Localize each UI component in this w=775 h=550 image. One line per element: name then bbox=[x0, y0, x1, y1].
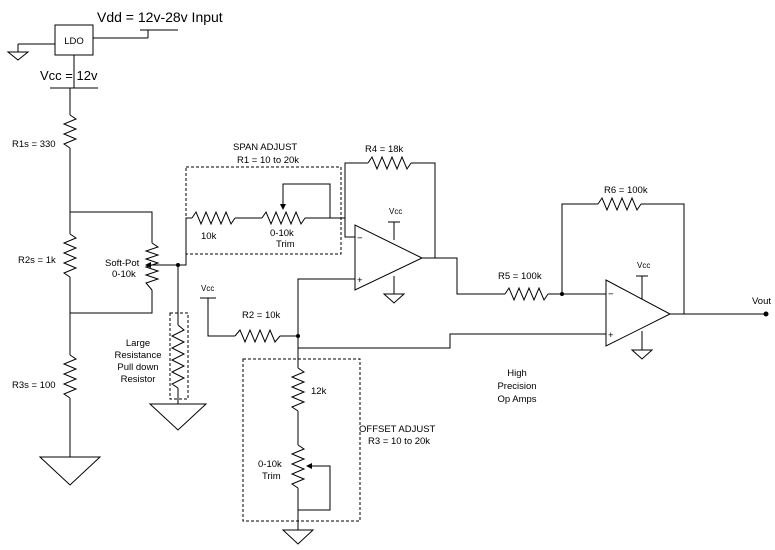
ground-symbol-pulldown bbox=[148, 403, 208, 431]
opamp-2 bbox=[605, 279, 672, 347]
opamp-note-line3: Op Amps bbox=[497, 394, 536, 405]
r2-vcc-wire bbox=[207, 298, 235, 337]
feedback-r4-wire bbox=[411, 162, 436, 258]
r6-label: R6 = 100k bbox=[604, 185, 648, 196]
offset-adjust-range: R3 = 10 to 20k bbox=[368, 436, 430, 447]
softpot-wire bbox=[70, 290, 153, 314]
resistor-r3s bbox=[62, 354, 78, 399]
span-adjust-title: SPAN ADJUST bbox=[233, 142, 297, 153]
resistor-r2s bbox=[62, 233, 78, 278]
r1s-label: R1s = 330 bbox=[12, 139, 56, 150]
opamp-1 bbox=[354, 224, 424, 291]
ldo-regulator: LDO bbox=[54, 24, 94, 56]
span-10k-label: 10k bbox=[201, 231, 217, 242]
pulldown-label-line3: Pull down bbox=[117, 362, 158, 373]
pulldown-label-line1: Large bbox=[126, 338, 150, 349]
soft-pot-wiper-arrow bbox=[145, 262, 151, 268]
feedback-r6-wire bbox=[641, 203, 685, 314]
pulldown-label-line2: Resistance bbox=[115, 350, 162, 361]
r2-vcc-label: Vcc bbox=[201, 284, 214, 293]
offset-adjust-title: OFFSET ADJUST bbox=[359, 424, 436, 435]
vdd-input-label: Vdd = 12v-28v Input bbox=[97, 9, 223, 25]
vcc-label: Vcc = 12v bbox=[40, 68, 98, 83]
resistor-10k bbox=[191, 210, 236, 226]
span-trim-value: 0-10k bbox=[270, 228, 294, 239]
resistor-r6 bbox=[597, 196, 642, 212]
opamp-2-vcc-label: Vcc bbox=[637, 261, 650, 270]
opamp-note-line1: High bbox=[507, 368, 527, 379]
span-adjust-range: R1 = 10 to 20k bbox=[237, 155, 299, 166]
soft-pot-resistor bbox=[144, 242, 160, 291]
vdd-input-rail bbox=[93, 29, 178, 39]
offset-adjust-box bbox=[242, 358, 361, 522]
r2s-label: R2s = 1k bbox=[18, 255, 56, 266]
resistor-12k bbox=[290, 367, 306, 412]
opamp-1-noninverting-wire bbox=[297, 278, 355, 336]
ldo-label: LDO bbox=[64, 36, 84, 47]
span-trim-label: Trim bbox=[276, 239, 295, 250]
wiper-to-span-wire bbox=[178, 217, 192, 266]
offset-trim-pot bbox=[290, 444, 306, 489]
opamp-2-minus: − bbox=[608, 289, 614, 300]
span-trim-wiper-arrow bbox=[280, 204, 286, 210]
feedback-r4-wire bbox=[344, 162, 368, 218]
r3s-label: R3s = 100 bbox=[12, 380, 56, 391]
pulldown-resistor bbox=[170, 324, 186, 389]
ground-symbol-left bbox=[38, 456, 102, 486]
resistor-r4 bbox=[367, 155, 412, 171]
softpot-label-line1: Soft-Pot bbox=[105, 258, 140, 269]
ldo-ground-symbol bbox=[6, 43, 55, 61]
opamp-note-line2: Precision bbox=[497, 381, 536, 392]
offset-trim-label: Trim bbox=[262, 471, 281, 482]
softpot-label-line2: 0-10k bbox=[112, 269, 136, 280]
opamp-1-minus: − bbox=[357, 233, 363, 244]
vout-label: Vout bbox=[752, 296, 771, 307]
resistor-r2 bbox=[234, 328, 281, 344]
offset-trim-wiper-arrow bbox=[306, 463, 312, 469]
pulldown-label-line4: Resistor bbox=[121, 374, 156, 385]
resistor-r1s bbox=[62, 114, 78, 149]
span-trim-pot bbox=[261, 210, 306, 226]
pulldown-box bbox=[169, 312, 189, 400]
output-terminal bbox=[763, 311, 769, 317]
opamp-1-inverting-wire bbox=[344, 218, 355, 238]
r2-label: R2 = 10k bbox=[242, 310, 281, 321]
r4-label: R4 = 18k bbox=[365, 144, 404, 155]
resistor-r5 bbox=[504, 286, 549, 302]
span-adjust-box bbox=[185, 166, 342, 255]
offset-to-opamp-2-wire bbox=[297, 333, 606, 349]
opamp-1-vcc-label: Vcc bbox=[389, 207, 402, 216]
opamp-1-output-wire bbox=[422, 257, 505, 295]
opamp-1-plus: + bbox=[357, 275, 363, 286]
offset-trim-wiper bbox=[298, 465, 331, 511]
ground-symbol-opamp-1 bbox=[382, 293, 406, 304]
r5-label: R5 = 100k bbox=[498, 271, 542, 282]
ground-symbol-offset bbox=[281, 529, 315, 545]
offset-12k-label: 12k bbox=[311, 386, 327, 397]
offset-trim-value: 0-10k bbox=[258, 459, 282, 470]
opamp-2-plus: + bbox=[608, 330, 614, 341]
softpot-wire bbox=[70, 211, 153, 243]
feedback-r6-wire bbox=[561, 203, 598, 294]
ground-symbol-opamp-2 bbox=[630, 349, 654, 360]
span-trim-wiper bbox=[282, 183, 331, 218]
